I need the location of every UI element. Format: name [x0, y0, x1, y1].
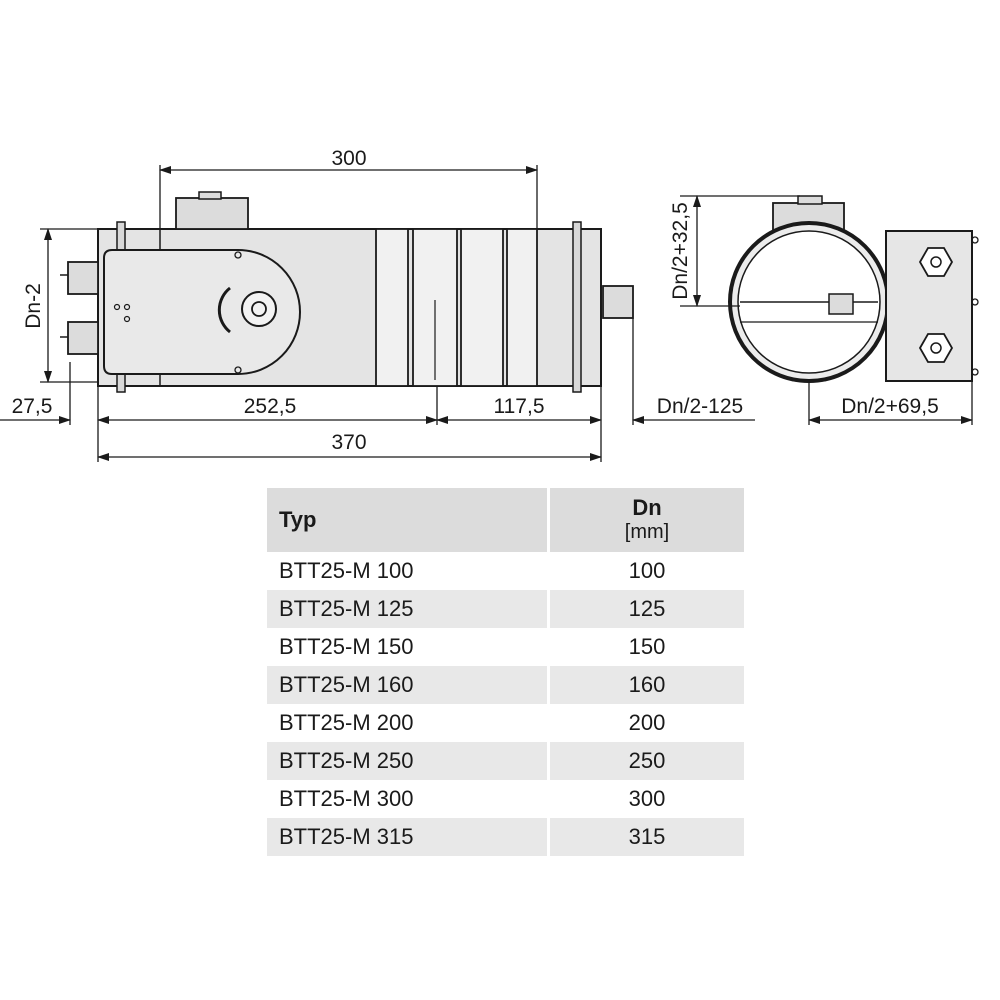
cell-type: BTT25-M 100 — [267, 552, 550, 590]
header-dn: Dn [mm] — [550, 488, 744, 552]
spec-table: Typ Dn [mm] BTT25-M 100 100 BTT25-M 125 … — [267, 488, 744, 856]
spigot — [602, 285, 634, 319]
dim-left-offset: 27,5 — [12, 395, 53, 418]
header-type: Typ — [267, 488, 550, 552]
cell-type: BTT25-M 200 — [267, 704, 550, 742]
cell-dn: 200 — [628, 710, 666, 735]
cell-dn: 250 — [550, 742, 744, 780]
table-row: BTT25-M 100 100 — [267, 552, 744, 590]
cell-dn: 100 — [628, 558, 666, 583]
dim-height: Dn-2 — [22, 283, 45, 329]
cell-type: BTT25-M 160 — [267, 666, 550, 704]
cell-dn: 160 — [550, 666, 744, 704]
side-view — [728, 195, 979, 383]
cell-type: BTT25-M 300 — [267, 780, 550, 818]
knob — [241, 291, 277, 327]
dim-left-length: 252,5 — [244, 395, 297, 418]
table-row: BTT25-M 125 125 — [267, 590, 744, 628]
dim-spigot-offset: Dn/2-125 — [657, 395, 743, 418]
dim-side-width: Dn/2+69,5 — [841, 395, 939, 418]
dim-total-length: 370 — [331, 431, 366, 454]
cell-type: BTT25-M 315 — [267, 818, 550, 856]
table-row: BTT25-M 160 160 — [267, 666, 744, 704]
cell-type: BTT25-M 250 — [267, 742, 550, 780]
table-header-row: Typ Dn [mm] — [267, 488, 744, 552]
dim-side-height: Dn/2+32,5 — [669, 202, 692, 300]
front-view — [60, 191, 634, 393]
table-row: BTT25-M 250 250 — [267, 742, 744, 780]
table-row: BTT25-M 150 150 — [267, 628, 744, 666]
dim-top-width: 300 — [331, 147, 366, 170]
header-dn-label: Dn — [632, 495, 662, 520]
top-cap — [175, 197, 249, 230]
dimension-lines — [0, 165, 973, 462]
cell-dn: 300 — [628, 786, 666, 811]
technical-drawing: 300 Dn-2 27,5 252,5 117,5 370 Dn/2-125 D… — [0, 147, 979, 462]
cell-type: BTT25-M 125 — [267, 590, 550, 628]
header-dn-unit: [mm] — [624, 521, 670, 543]
table-row: BTT25-M 315 315 — [267, 818, 744, 856]
table-row: BTT25-M 300 300 — [267, 780, 744, 818]
table-row: BTT25-M 200 200 — [267, 704, 744, 742]
actuator-housing — [103, 249, 301, 375]
cell-dn: 315 — [550, 818, 744, 856]
cell-type: BTT25-M 150 — [267, 628, 550, 666]
cell-dn: 150 — [628, 634, 666, 659]
dim-right-length: 117,5 — [494, 395, 545, 418]
cell-dn: 125 — [550, 590, 744, 628]
